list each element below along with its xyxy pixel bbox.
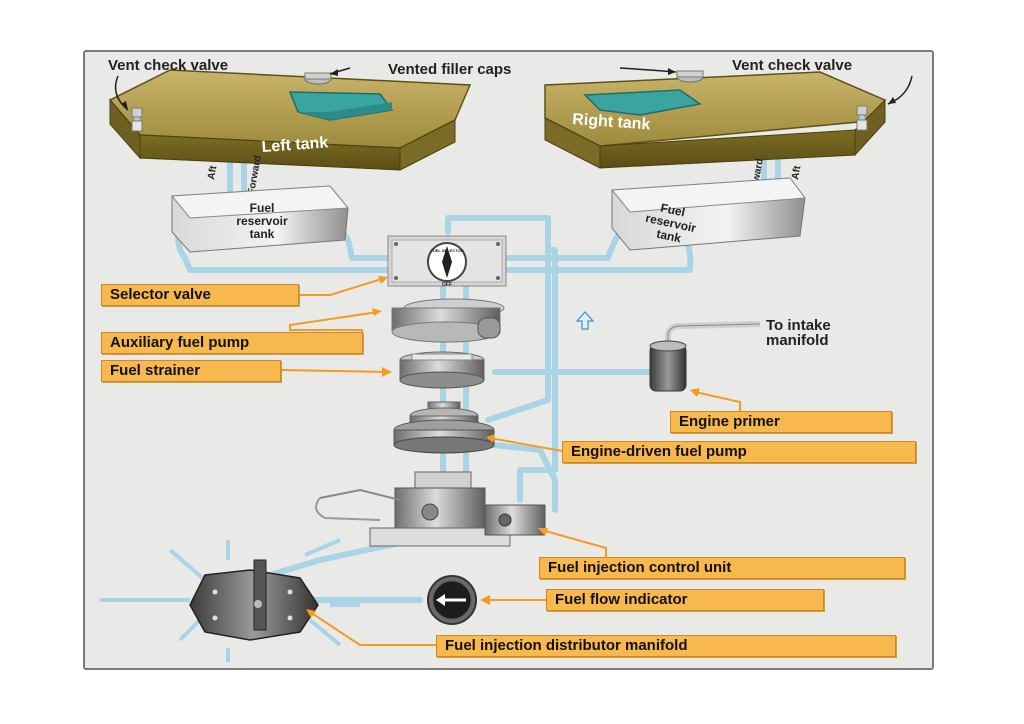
auxiliary-fuel-pump: [391, 298, 505, 343]
engine-primer: [649, 321, 761, 392]
engine-driven-fuel-pump: [393, 401, 495, 454]
callout-engine-primer: Engine primer: [670, 411, 892, 433]
vent-check-valve-right-label: Vent check valve: [732, 57, 853, 74]
to-intake-manifold-label-line2: manifold: [766, 332, 829, 349]
left-reservoir-line2: reservoir: [236, 214, 288, 228]
callout-arrowheads: [306, 276, 700, 618]
right-aft-label: Aft: [790, 164, 803, 180]
vent-check-valve-left-label: Vent check valve: [108, 57, 229, 74]
callout-fuel-strainer: Fuel strainer: [101, 360, 281, 382]
right-tank: [544, 70, 886, 169]
right-reservoir-line1: Fuel: [659, 201, 686, 220]
selector-off-text: OFF: [442, 282, 452, 288]
left-reservoir-line3: tank: [250, 227, 275, 241]
right-reservoir-line3: tank: [655, 227, 682, 246]
right-tank-label: Right tank: [572, 111, 651, 133]
right-reservoir-tank: [610, 177, 806, 251]
callout-fuel-injection-distributor-manifold: Fuel injection distributor manifold: [436, 635, 896, 657]
fuel-strainer: [399, 351, 485, 389]
callout-selector-valve: Selector valve: [101, 284, 299, 306]
left-tank: [108, 69, 472, 171]
callout-engine-driven-fuel-pump: Engine-driven fuel pump: [562, 441, 916, 463]
top-leader-arrowheads: [121, 68, 896, 110]
left-aft-label: Aft: [206, 164, 219, 180]
to-intake-manifold-label-line1: To intake: [766, 317, 831, 334]
callout-auxiliary-fuel-pump: Auxiliary fuel pump: [101, 332, 363, 354]
left-tank-label: Left tank: [261, 134, 329, 156]
flow-arrow-up-icon: [575, 311, 595, 330]
callout-fuel-injection-control-unit: Fuel injection control unit: [539, 557, 905, 579]
fuel-flow-indicator: [427, 575, 477, 625]
callout-fuel-flow-indicator: Fuel flow indicator: [546, 589, 824, 611]
fuel-injection-distributor-manifold: [100, 538, 360, 662]
fuel-injection-control-unit: [315, 471, 546, 547]
left-reservoir-line1: Fuel: [250, 201, 275, 215]
selector-dial-text: FUEL SELECTOR: [430, 248, 463, 253]
vented-filler-caps-label: Vented filler caps: [388, 61, 512, 78]
left-reservoir-tank: [170, 185, 350, 253]
selector-valve: [387, 235, 507, 287]
